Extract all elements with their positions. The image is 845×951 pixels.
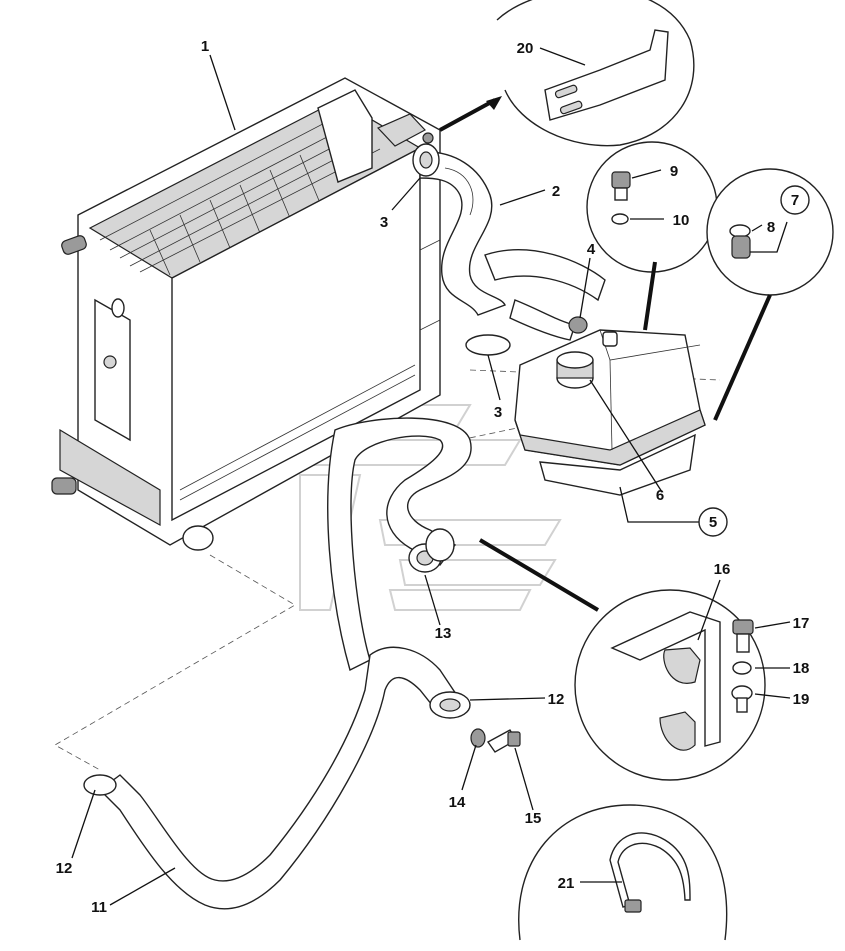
callout-14: 14: [449, 794, 466, 811]
detail-circle-bracket-16: [574, 589, 766, 781]
callout-6: 6: [656, 487, 664, 504]
callout-19: 19: [793, 691, 810, 708]
callout-17: 17: [793, 615, 810, 632]
hose-clamp-lower: [465, 334, 511, 356]
detail-circle-tie-21: [518, 804, 728, 941]
callout-3-upper: 3: [380, 214, 388, 231]
callout-3-lower: 3: [494, 404, 502, 421]
callout-12-right: 12: [548, 691, 565, 708]
detail-circle-bracket-20: [496, 0, 695, 147]
callout-21: 21: [558, 875, 575, 892]
callout-7: 7: [791, 192, 799, 209]
callout-18: 18: [793, 660, 810, 677]
callout-8: 8: [767, 219, 775, 236]
detail-circle-bolt-9: [586, 141, 718, 273]
callout-20: 20: [517, 40, 534, 57]
callout-16: 16: [714, 561, 731, 578]
callout-2: 2: [552, 183, 560, 200]
leader-lines: [71, 47, 791, 906]
callout-9: 9: [670, 163, 678, 180]
callout-12-left: 12: [56, 860, 73, 877]
callout-labels: 1 2 3 3 4 5 6 7 8 9 10 11 12 12 13 14 15…: [56, 38, 810, 916]
small-clamp: [568, 316, 588, 334]
callout-4: 4: [587, 241, 596, 258]
hose-clamp-upper: [412, 132, 440, 177]
callout-13: 13: [435, 625, 452, 642]
callout-11: 11: [91, 899, 107, 916]
tank-cap: [556, 351, 594, 389]
bolt-15: [486, 729, 521, 753]
upper-hose: [419, 151, 606, 356]
callout-circle-7: [780, 185, 810, 215]
radiator: [51, 77, 441, 551]
callout-circle-5: [698, 507, 728, 537]
expansion-tank: [514, 329, 706, 496]
callout-15: 15: [525, 810, 542, 827]
callout-10: 10: [673, 212, 690, 229]
nut-14: [470, 728, 486, 748]
callout-1: 1: [201, 38, 209, 55]
lower-hose: [83, 417, 472, 910]
callout-5: 5: [709, 514, 717, 531]
